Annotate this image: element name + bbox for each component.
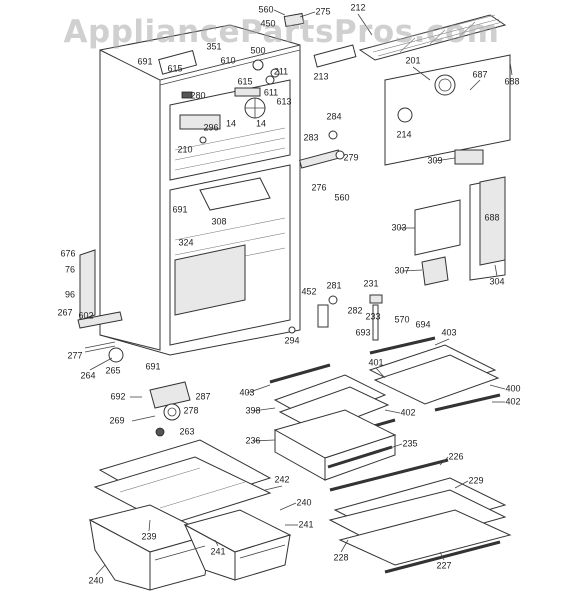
part-number-label: 500 bbox=[250, 45, 266, 56]
part-number-label: 96 bbox=[64, 289, 76, 300]
part-number-label: 76 bbox=[64, 264, 76, 275]
part-number-label: 228 bbox=[333, 552, 349, 563]
part-number-label: 403 bbox=[441, 327, 457, 338]
part-number-label: 229 bbox=[468, 475, 484, 486]
part-number-label: 602 bbox=[78, 310, 94, 321]
part-number-label: 280 bbox=[190, 90, 206, 101]
part-number-label: 235 bbox=[402, 438, 418, 449]
part-number-label: 264 bbox=[80, 370, 96, 381]
part-number-label: 611 bbox=[263, 87, 279, 98]
part-number-label: 615 bbox=[167, 63, 183, 74]
part-number-label: 400 bbox=[505, 383, 521, 394]
part-number-label: 691 bbox=[172, 204, 188, 215]
part-number-label: 14 bbox=[225, 118, 237, 129]
control-housing-drawing bbox=[414, 176, 506, 286]
part-number-label: 267 bbox=[57, 307, 73, 318]
part-number-label: 239 bbox=[141, 531, 157, 542]
part-number-label: 201 bbox=[405, 55, 421, 66]
evaporator-cover-drawing bbox=[299, 54, 511, 169]
part-number-label: 351 bbox=[206, 41, 222, 52]
part-number-label: 213 bbox=[313, 71, 329, 82]
part-number-label: 613 bbox=[276, 96, 292, 107]
part-number-label: 610 bbox=[220, 55, 236, 66]
part-number-label: 450 bbox=[260, 18, 276, 29]
part-number-label: 401 bbox=[368, 357, 384, 368]
part-number-label: 240 bbox=[296, 497, 312, 508]
part-number-label: 233 bbox=[365, 311, 381, 322]
part-number-label: 693 bbox=[355, 327, 371, 338]
crisper-pans-drawing bbox=[88, 504, 292, 591]
part-number-label: 676 bbox=[60, 248, 76, 259]
wire-shelf-drawing bbox=[358, 14, 507, 61]
part-number-label: 398 bbox=[245, 405, 261, 416]
part-number-label: 692 bbox=[110, 391, 126, 402]
part-number-label: 14 bbox=[255, 118, 267, 129]
part-number-label: 304 bbox=[489, 276, 505, 287]
hinge-parts-drawing bbox=[130, 381, 191, 437]
part-number-label: 287 bbox=[195, 391, 211, 402]
part-number-label: 688 bbox=[504, 76, 520, 87]
part-number-label: 283 bbox=[303, 132, 319, 143]
part-number-label: 240 bbox=[88, 575, 104, 586]
part-number-label: 278 bbox=[183, 405, 199, 416]
part-number-label: 241 bbox=[210, 546, 226, 557]
part-number-label: 214 bbox=[396, 129, 412, 140]
part-number-label: 227 bbox=[436, 560, 452, 571]
part-number-label: 324 bbox=[178, 237, 194, 248]
part-number-label: 615 bbox=[237, 76, 253, 87]
part-number-label: 242 bbox=[274, 474, 290, 485]
part-number-label: 211 bbox=[273, 66, 289, 77]
part-number-label: 276 bbox=[311, 182, 327, 193]
part-number-label: 236 bbox=[245, 435, 261, 446]
part-number-label: 284 bbox=[326, 111, 342, 122]
part-number-label: 309 bbox=[427, 155, 443, 166]
crisper-drawer-drawing bbox=[273, 409, 397, 481]
part-number-label: 265 bbox=[105, 365, 121, 376]
small-parts-drawing bbox=[158, 12, 357, 144]
part-number-label: 269 bbox=[109, 415, 125, 426]
part-number-label: 294 bbox=[284, 335, 300, 346]
part-number-label: 226 bbox=[448, 451, 464, 462]
leader-lines bbox=[95, 9, 513, 576]
part-number-label: 307 bbox=[394, 265, 410, 276]
part-number-label: 296 bbox=[203, 122, 219, 133]
part-number-label: 308 bbox=[211, 216, 227, 227]
part-number-label: 452 bbox=[301, 286, 317, 297]
part-number-label: 694 bbox=[415, 319, 431, 330]
part-number-label: 691 bbox=[145, 361, 161, 372]
part-number-label: 281 bbox=[326, 280, 342, 291]
lower-shelf-drawing bbox=[328, 458, 512, 574]
part-number-label: 560 bbox=[258, 4, 274, 15]
part-number-label: 279 bbox=[343, 152, 359, 163]
part-number-label: 263 bbox=[179, 426, 195, 437]
part-number-label: 277 bbox=[67, 350, 83, 361]
part-number-label: 688 bbox=[484, 212, 500, 223]
part-number-label: 403 bbox=[239, 387, 255, 398]
part-number-label: 402 bbox=[505, 396, 521, 407]
part-number-label: 691 bbox=[137, 56, 153, 67]
part-number-label: 560 bbox=[334, 192, 350, 203]
part-number-label: 402 bbox=[400, 407, 416, 418]
part-number-label: 210 bbox=[177, 144, 193, 155]
part-number-label: 275 bbox=[315, 6, 331, 17]
part-number-label: 282 bbox=[347, 305, 363, 316]
bracket-parts-drawing bbox=[89, 294, 383, 371]
part-number-label: 212 bbox=[350, 2, 366, 13]
part-number-label: 231 bbox=[363, 278, 379, 289]
part-number-label: 303 bbox=[391, 222, 407, 233]
part-number-label: 687 bbox=[472, 69, 488, 80]
part-number-label: 570 bbox=[394, 314, 410, 325]
part-number-label: 241 bbox=[298, 519, 314, 530]
